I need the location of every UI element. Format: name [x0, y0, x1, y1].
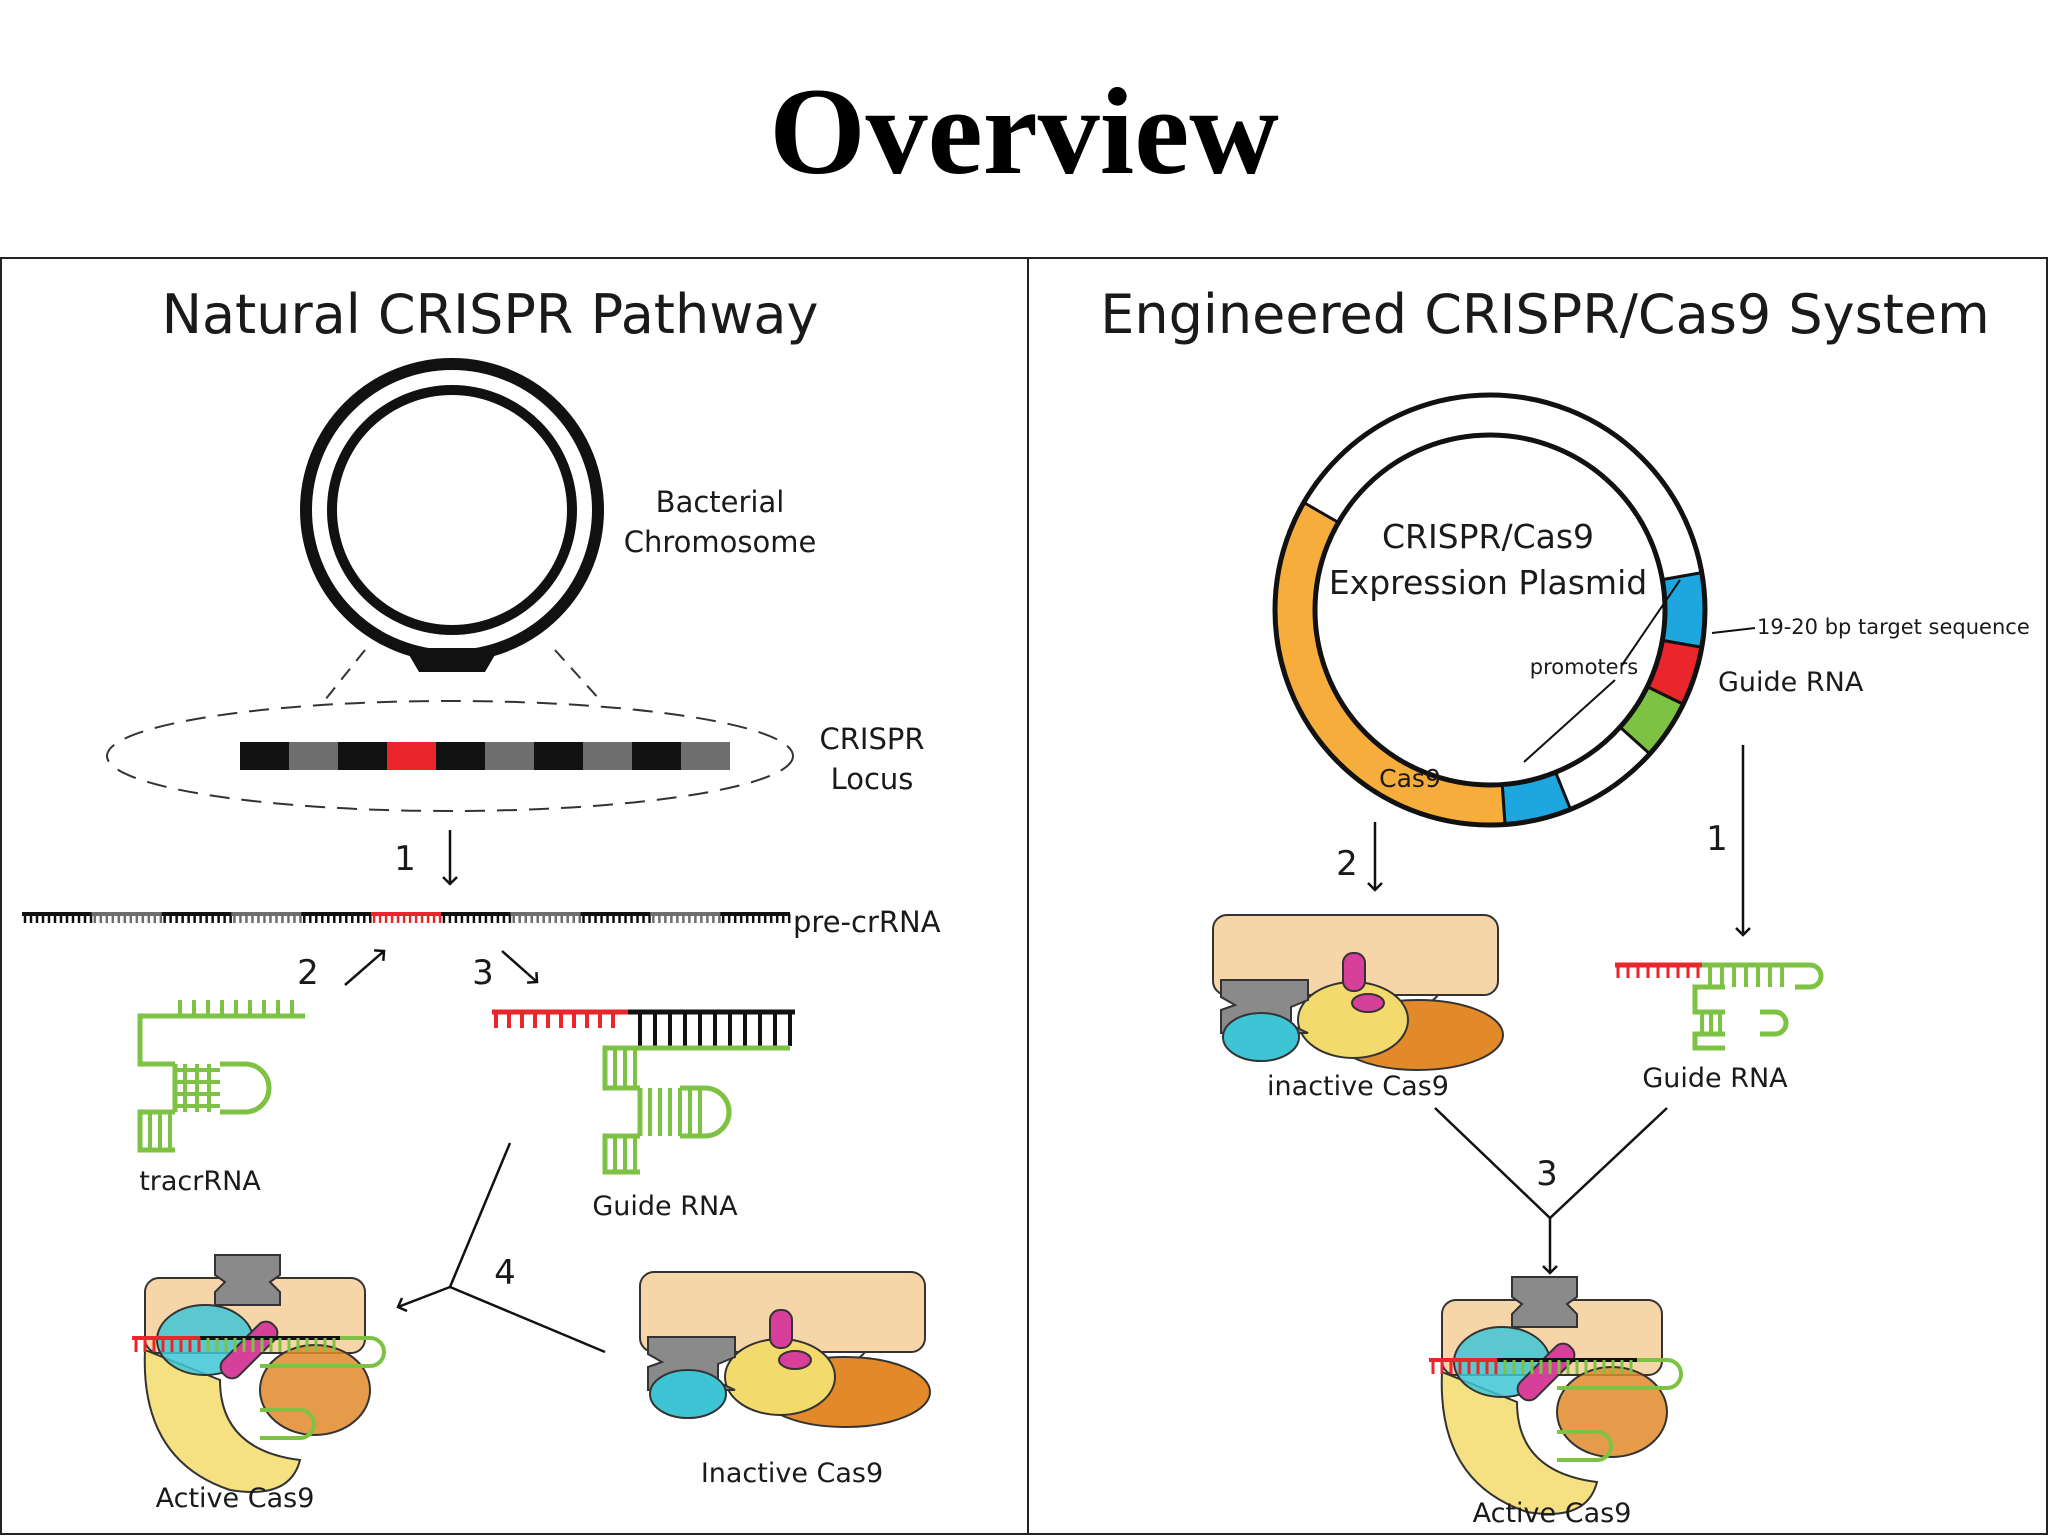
left-inactive-cas9-complex [639, 1271, 931, 1428]
left-inactive-cas9-label: Inactive Cas9 [701, 1458, 883, 1489]
plasmid-label-line1: CRISPR/Cas9 [1382, 517, 1594, 556]
crispr-locus-bar [240, 742, 730, 770]
tracrrna-label: tracrRNA [139, 1166, 261, 1197]
left-guide-rna-loops [602, 1045, 732, 1175]
right-active-cas9-label: Active Cas9 [1473, 1498, 1632, 1529]
left-active-cas9-label: Active Cas9 [156, 1483, 315, 1514]
tracrrna-shape [137, 1013, 305, 1153]
zoom-line-left [324, 649, 366, 701]
left-step-1-label: 1 [394, 839, 416, 879]
locus-label-line2: Locus [831, 762, 914, 796]
left-step-3-label: 3 [472, 953, 494, 993]
right-active-cas9-complex [1429, 1276, 1683, 1515]
target-pointer [1711, 627, 1756, 634]
pre-crrna-label: pre-crRNA [793, 905, 941, 939]
bacterial-chromosome [300, 358, 604, 672]
right-step-2-label: 2 [1336, 844, 1358, 884]
right-step-3-label: 3 [1536, 1154, 1558, 1194]
right-guide-rna-label: Guide RNA [1642, 1063, 1788, 1094]
locus-label-line1: CRISPR [820, 722, 925, 756]
right-inactive-cas9-label: inactive Cas9 [1267, 1071, 1449, 1102]
left-step-3-arrow [501, 950, 539, 984]
slide-title: Overview [769, 63, 1279, 200]
right-inactive-cas9-complex [1212, 914, 1504, 1071]
target-sequence-label: 19-20 bp target sequence [1757, 615, 2030, 639]
right-guide-rna-strand [1615, 962, 1795, 1034]
right-panel-heading: Engineered CRISPR/Cas9 System [1100, 283, 1990, 346]
expression-plasmid [1272, 392, 1708, 828]
promoters-label: promoters [1530, 655, 1638, 679]
promoters-pointer-bottom [1523, 679, 1616, 763]
plasmid-guide-rna-label: Guide RNA [1718, 667, 1864, 698]
left-step-4-label: 4 [494, 1253, 516, 1293]
chromosome-label-line2: Chromosome [624, 525, 817, 559]
left-step-2-arrow [344, 949, 386, 986]
right-guide-rna-loops [1692, 962, 1824, 1051]
left-step-4-arrow [396, 1285, 451, 1313]
zoom-line-right [554, 649, 601, 701]
left-guide-rna-rungs [613, 1048, 702, 1172]
left-panel-heading: Natural CRISPR Pathway [162, 283, 819, 346]
left-guide-rna-strand [492, 1009, 795, 1051]
pre-crrna-strand [22, 912, 791, 923]
left-step-4-fork [448, 1142, 606, 1354]
left-step-2-label: 2 [297, 953, 319, 993]
left-guide-rna-label: Guide RNA [592, 1191, 738, 1222]
locus-ellipse [106, 700, 794, 812]
right-step-1-label: 1 [1706, 819, 1728, 859]
promoters-pointer-top [1621, 579, 1681, 666]
left-active-cas9-complex [132, 1254, 386, 1493]
plasmid-label-line2: Expression Plasmid [1329, 563, 1647, 602]
tracrrna-ticks [148, 1000, 294, 1150]
chromosome-label-line1: Bacterial [656, 485, 785, 519]
right-panel-frame [1027, 257, 2048, 1535]
cas9-segment-label: Cas9 [1379, 764, 1441, 793]
